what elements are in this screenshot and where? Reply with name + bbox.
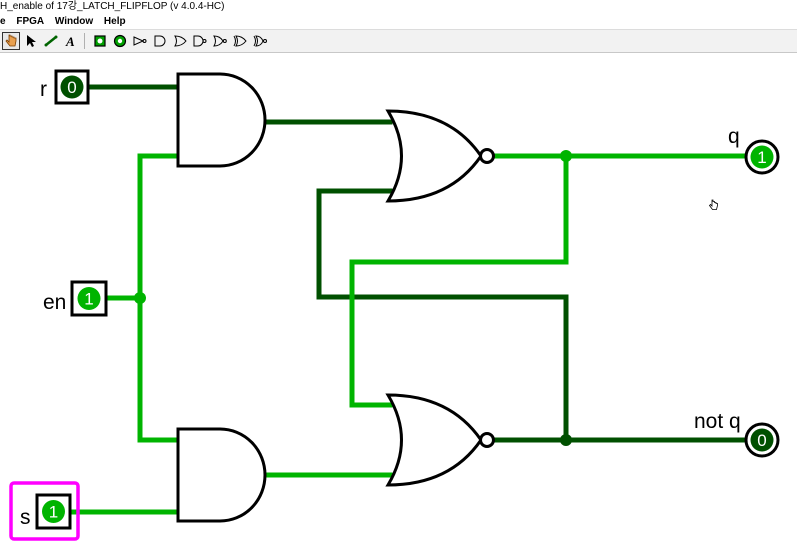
label-q: q [728, 125, 740, 148]
nor-gate-bottom[interactable] [385, 393, 495, 487]
nor-gate-top[interactable] [385, 109, 495, 203]
pin-en-value: 1 [84, 290, 93, 309]
menu-item-fpga[interactable]: FPGA [16, 16, 45, 27]
toolbar: A [0, 29, 797, 53]
label-r: r [40, 78, 47, 101]
input-pin-r[interactable]: 0 [54, 69, 90, 105]
toolbar-separator [84, 33, 85, 49]
label-not-q: not q [694, 410, 741, 433]
output-pin-icon [113, 34, 127, 48]
wire-q-feedback [349, 153, 569, 408]
pin-not-q-value: 0 [757, 431, 766, 450]
text-tool-button[interactable]: A [62, 32, 80, 50]
wiring-icon [44, 35, 58, 47]
and-gate-tool-button[interactable] [151, 32, 169, 50]
input-pin-en[interactable]: 1 [70, 280, 108, 317]
menu-item-edit[interactable]: e [0, 16, 6, 27]
junction-en [134, 292, 146, 304]
and-gate-bottom[interactable] [176, 427, 267, 523]
menu-item-window[interactable]: Window [54, 16, 94, 27]
output-pin-not-q: 0 [744, 422, 780, 458]
output-pin-q: 1 [744, 139, 780, 175]
circuit-canvas[interactable]: 0 r 1 en 1 s q 1 not q 0 [0, 52, 797, 541]
label-en: en [43, 291, 66, 314]
or-gate-icon [174, 35, 187, 47]
pin-s-value: 1 [49, 503, 58, 522]
label-s: s [20, 506, 31, 529]
hand-poke-icon [5, 34, 17, 47]
arrow-select-icon [27, 35, 36, 47]
junction-notq [560, 434, 572, 446]
pin-q-value: 1 [757, 148, 766, 167]
output-pin-tool-button[interactable] [111, 32, 129, 50]
nor-gate-icon [213, 35, 227, 47]
xnor-gate-icon [253, 35, 267, 47]
wires-low [85, 84, 751, 443]
input-pin-s[interactable]: 1 [35, 493, 72, 530]
nand-gate-tool-button[interactable] [191, 32, 209, 50]
window-title: H_enable of 17강_LATCH_FLIPFLOP (v 4.0.4-… [0, 0, 797, 14]
text-tool-icon: A [65, 34, 75, 48]
not-gate-tool-button[interactable] [131, 32, 149, 50]
nor-gate-tool-button[interactable] [211, 32, 229, 50]
svg-text:A: A [65, 34, 75, 48]
or-gate-tool-button[interactable] [171, 32, 189, 50]
input-pin-icon [94, 35, 106, 47]
menu-item-help[interactable]: Help [103, 16, 126, 27]
menu-bar: e FPGA Window Help [0, 14, 797, 29]
nand-gate-icon [193, 35, 207, 47]
xor-gate-icon [233, 35, 247, 47]
xor-gate-tool-button[interactable] [231, 32, 249, 50]
not-gate-icon [133, 36, 147, 46]
and-gate-top[interactable] [176, 72, 267, 168]
wiring-tool-button[interactable] [42, 32, 60, 50]
wires-high [69, 153, 751, 515]
select-tool-button[interactable] [22, 32, 40, 50]
pin-r-value: 0 [67, 78, 76, 97]
junction-q [560, 150, 572, 162]
xnor-gate-tool-button[interactable] [251, 32, 269, 50]
and-gate-icon [154, 35, 166, 47]
poke-tool-button[interactable] [2, 32, 20, 50]
hand-cursor-icon [708, 199, 718, 210]
selection-highlight [9, 481, 80, 541]
input-pin-tool-button[interactable] [91, 32, 109, 50]
wire-notq-feedback [316, 188, 569, 443]
